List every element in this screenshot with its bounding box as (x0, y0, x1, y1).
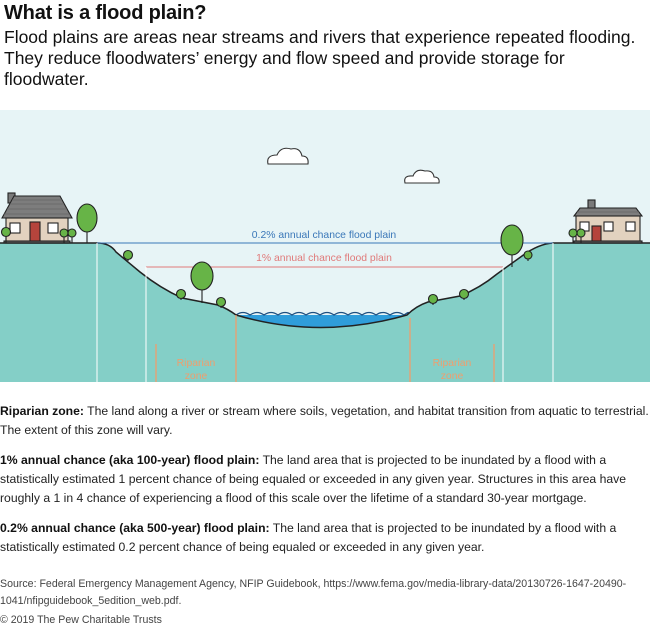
riparian-right-label-2: zone (441, 371, 464, 382)
river-waves (235, 311, 410, 316)
shrub-icon (0, 226, 77, 243)
copyright: © 2019 The Pew Charitable Trusts (0, 614, 162, 626)
page-title: What is a flood plain? (4, 2, 207, 24)
flood-500-label: 0.2% annual chance flood plain (252, 230, 397, 241)
definitions: Riparian zone: The land along a river or… (0, 402, 650, 568)
cloud-icon (404, 169, 440, 184)
definition-flood-500: 0.2% annual chance (aka 500-year) flood … (0, 519, 650, 557)
cloud-icon (267, 147, 309, 165)
house-icon (1, 192, 73, 244)
shrub-icon (568, 228, 586, 243)
riparian-right-label-1: Riparian (433, 358, 472, 369)
definition-flood-100: 1% annual chance (aka 100-year) flood pl… (0, 451, 650, 508)
page-subtitle: Flood plains are areas near streams and … (4, 27, 636, 89)
definition-text: The land area that is projected to be in… (0, 521, 617, 554)
riparian-left-label-1: Riparian (177, 358, 216, 369)
definition-term: 1% annual chance (aka 100-year) flood pl… (0, 453, 260, 467)
tree-icon (76, 203, 98, 243)
definition-term: Riparian zone: (0, 404, 84, 418)
tree-icon (500, 224, 524, 267)
definition-text: The land area that is projected to be in… (0, 453, 626, 505)
shrub-icon (427, 250, 533, 305)
flood-plain-diagram: 0.2% annual chance flood plain 1% annual… (0, 110, 650, 390)
riparian-left-label-2: zone (185, 371, 208, 382)
terrain-outline (0, 242, 650, 329)
house-icon (572, 199, 644, 244)
shrub-icon (122, 249, 227, 308)
white-below (0, 382, 650, 390)
definition-riparian: Riparian zone: The land along a river or… (0, 402, 650, 440)
definition-text: The land along a river or stream where s… (0, 404, 649, 437)
flood-100-label: 1% annual chance flood plain (256, 253, 392, 264)
tree-icon (190, 261, 214, 303)
land-profile (0, 243, 650, 382)
source-note: Source: Federal Emergency Management Age… (0, 578, 627, 607)
definition-term: 0.2% annual chance (aka 500-year) flood … (0, 521, 270, 535)
